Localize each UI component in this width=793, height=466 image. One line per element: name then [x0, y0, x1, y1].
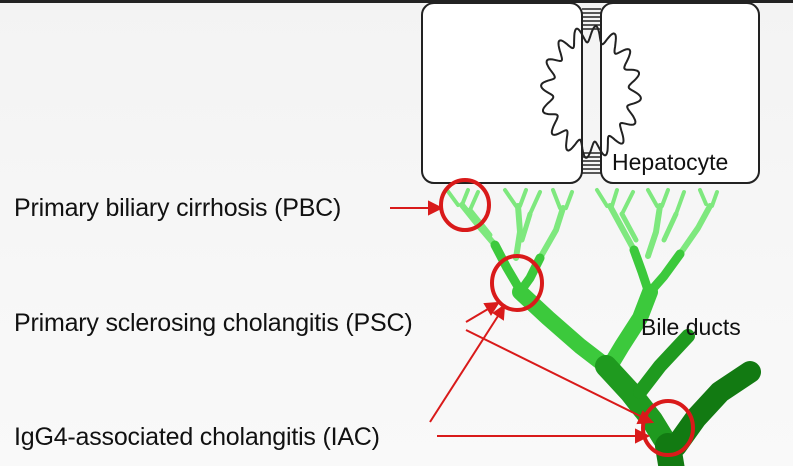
duct-twig: [503, 188, 518, 208]
duct-twig: [445, 188, 460, 207]
duct-main-right: [665, 361, 761, 457]
top-divider: [0, 0, 793, 3]
duct-twig: [610, 188, 619, 208]
duct-large: [602, 284, 658, 374]
arrows: [390, 200, 655, 444]
duct-twig: [518, 188, 528, 208]
highlight-rings: [439, 178, 695, 457]
duct-main: [595, 355, 679, 457]
hepatocyte-label: Hepatocyte: [612, 149, 729, 175]
iac-arrow-to-psc-ring: [429, 303, 506, 423]
duct-twig: [468, 190, 480, 212]
pbc-arrow: [390, 200, 444, 216]
iac-highlight-ring: [641, 399, 695, 457]
duct-common: [655, 433, 685, 466]
duct-branch: [537, 205, 566, 261]
hepatocyte-cells: [421, 2, 760, 184]
duct-branch: [661, 211, 679, 243]
duct-twig: [595, 188, 609, 208]
duct-twig: [674, 190, 686, 216]
duct-branch: [519, 211, 533, 243]
pbc-label: Primary biliary cirrhosis (PBC): [14, 194, 342, 222]
duct-twig: [660, 188, 670, 208]
duct-twig: [528, 190, 542, 216]
iac-label: IgG4-associated cholangitis (IAC): [14, 423, 380, 451]
psc-highlight-ring: [490, 254, 544, 312]
duct-twig: [646, 188, 659, 208]
duct-branch: [677, 203, 713, 257]
iac-arrow-to-iac-ring: [437, 428, 651, 444]
duct-branch: [607, 203, 637, 253]
duct-twig: [710, 190, 719, 208]
duct-branch-medium: [490, 240, 525, 295]
psc-arrow-to-iac-ring: [465, 329, 655, 425]
psc-label: Primary sclerosing cholangitis (PSC): [14, 309, 413, 337]
duct-twig: [620, 190, 635, 216]
duct-twig: [564, 190, 574, 210]
bile-ducts-label: Bile ducts: [641, 314, 741, 340]
bile-canaliculus: [540, 25, 642, 159]
duct-side-branch: [633, 329, 695, 399]
duct-branch: [513, 203, 523, 261]
pbc-highlight-ring: [439, 178, 491, 232]
duct-branch-medium: [629, 245, 653, 295]
duct-branch: [645, 203, 663, 259]
duct-branch: [619, 211, 639, 243]
hepatocyte-cell-left: [421, 2, 583, 184]
duct-twig: [698, 188, 708, 206]
hepatocyte-cell-right: [600, 2, 760, 184]
duct-twig: [551, 188, 562, 210]
psc-arrow-to-psc-ring: [465, 301, 500, 323]
